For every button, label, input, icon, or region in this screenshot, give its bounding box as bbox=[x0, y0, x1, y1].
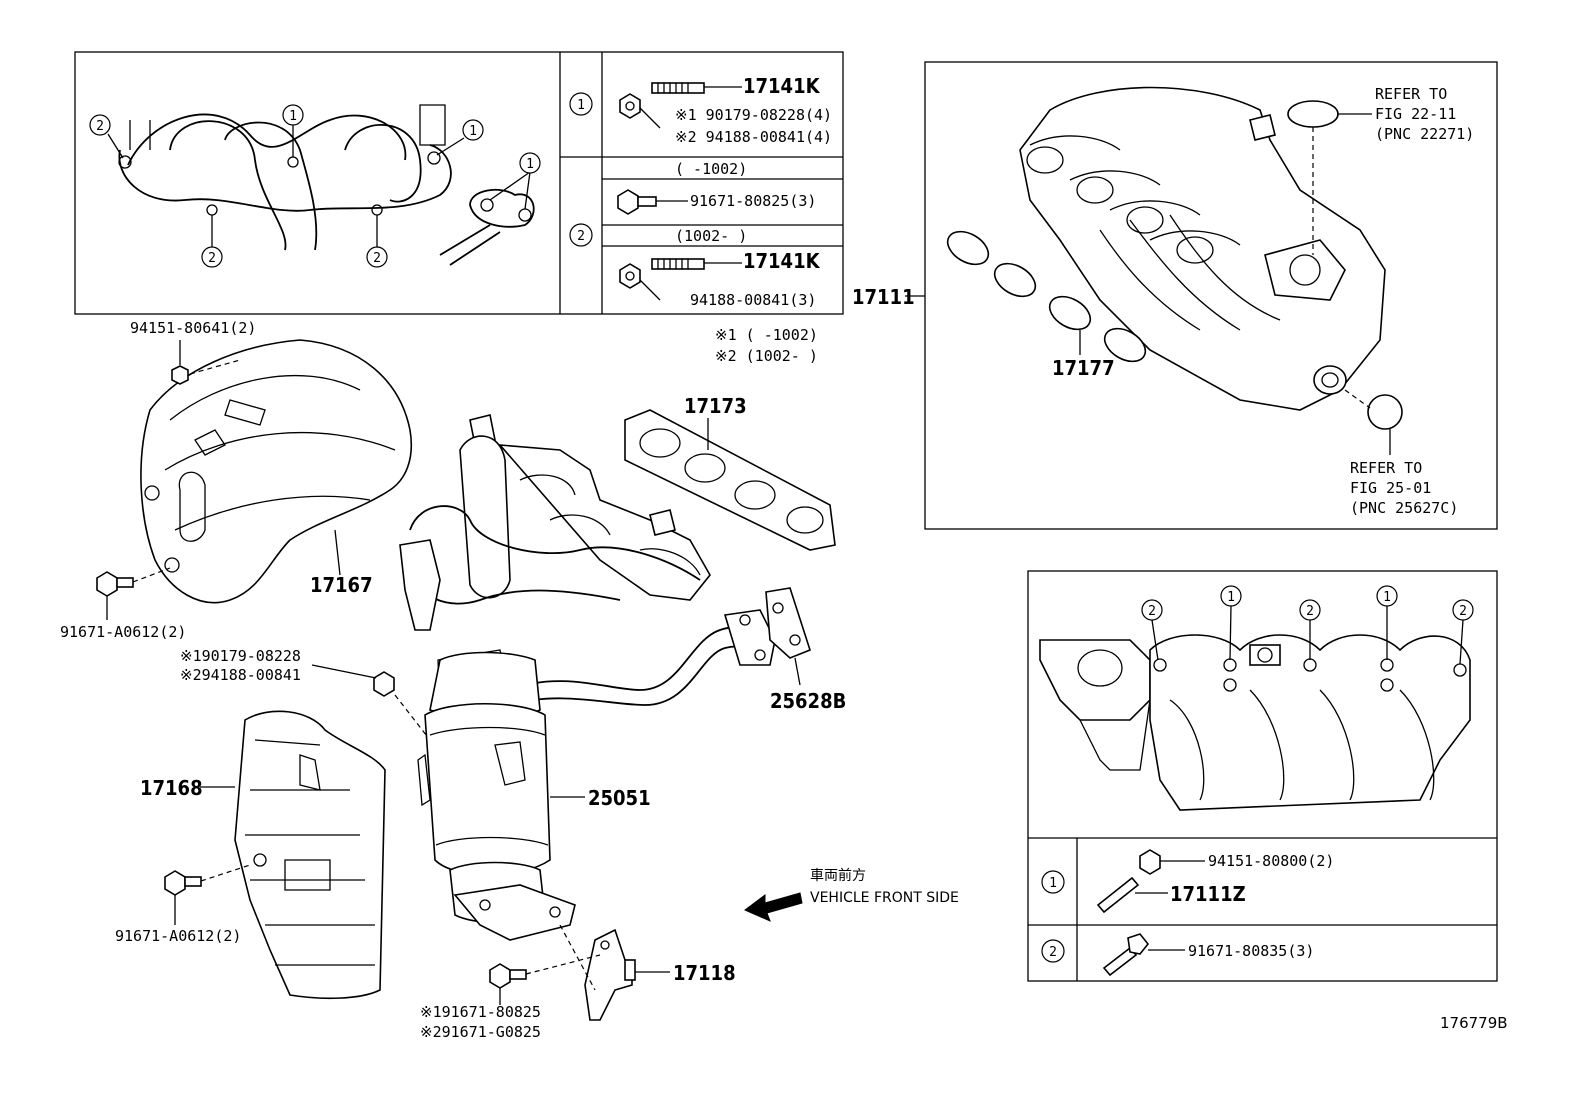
refer-2-a: REFER TO bbox=[1350, 459, 1422, 477]
svg-text:1: 1 bbox=[289, 109, 297, 124]
label-17141K-row2: 17141K bbox=[743, 249, 821, 273]
bolt-icon bbox=[489, 963, 527, 989]
svg-text:1: 1 bbox=[526, 157, 534, 172]
nut-icon bbox=[1139, 849, 1161, 875]
catalytic-converter bbox=[417, 651, 576, 941]
bracket-17118 bbox=[584, 928, 636, 1021]
label-91671-A0612-lower: 91671-A0612(2) bbox=[115, 927, 241, 945]
label-94188-00841-3: 94188-00841(3) bbox=[690, 291, 816, 309]
label-nut-a: ※190179-08228 bbox=[180, 647, 301, 665]
intake-manifold-side-view bbox=[1039, 634, 1471, 811]
label-94151-80800: 94151-80800(2) bbox=[1208, 852, 1334, 870]
svg-text:2: 2 bbox=[96, 119, 104, 134]
refer-1-c: (PNC 22271) bbox=[1375, 125, 1474, 143]
gasket-17173 bbox=[624, 409, 836, 551]
legend-marker-2: 2 bbox=[577, 229, 585, 244]
intake-manifold-17111 bbox=[1019, 86, 1386, 411]
label-nut-b: ※294188-00841 bbox=[180, 666, 301, 684]
legend-br-marker-2: 2 bbox=[1049, 945, 1057, 960]
label-vehicle-front-en: VEHICLE FRONT SIDE bbox=[810, 890, 959, 906]
svg-text:2: 2 bbox=[1306, 604, 1314, 619]
svg-text:1: 1 bbox=[1227, 590, 1235, 605]
diagram-id: 176779B bbox=[1440, 1014, 1508, 1032]
stud-icon bbox=[651, 258, 705, 270]
label-91671-80825-3: 91671-80825(3) bbox=[690, 192, 816, 210]
nut-icon bbox=[171, 365, 189, 385]
refer-2-b: FIG 25-01 bbox=[1350, 479, 1431, 497]
label-17118: 17118 bbox=[673, 961, 736, 985]
range-after-1002: (1002- ) bbox=[675, 227, 747, 245]
note-1: ※1 ( -1002) bbox=[715, 326, 818, 344]
heat-insulator-lower bbox=[234, 710, 386, 1000]
heat-insulator-upper bbox=[140, 339, 413, 604]
label-25051: 25051 bbox=[588, 786, 651, 810]
nut-icon bbox=[619, 93, 641, 119]
note-2: ※2 (1002- ) bbox=[715, 347, 818, 365]
label-17168: 17168 bbox=[140, 776, 203, 800]
label-17111Z: 17111Z bbox=[1170, 882, 1246, 906]
bolt-icon bbox=[96, 571, 134, 597]
bolt-icon bbox=[617, 189, 657, 215]
svg-text:1: 1 bbox=[1383, 590, 1391, 605]
inset-intake-manifold-fasteners: 2 1 2 1 2 1 94151-80800(2) 17111Z 2 bbox=[1027, 570, 1498, 982]
label-91671-A0612-upper: 91671-A0612(2) bbox=[60, 623, 186, 641]
vehicle-front-arrow-icon bbox=[744, 892, 803, 922]
refer-2-c: (PNC 25627C) bbox=[1350, 499, 1458, 517]
legend-marker-1: 1 bbox=[577, 98, 585, 113]
inset-exhaust-manifold-fasteners: 2 1 1 1 2 2 1 17141K bbox=[74, 51, 844, 315]
label-17111: 17111 bbox=[852, 285, 915, 309]
label-17167: 17167 bbox=[310, 573, 373, 597]
label-17173: 17173 bbox=[684, 394, 747, 418]
nut-icon bbox=[619, 263, 641, 289]
range-before-1002: ( -1002) bbox=[675, 160, 747, 178]
label-25628B: 25628B bbox=[770, 689, 846, 713]
label-17141K-row1: 17141K bbox=[743, 74, 821, 98]
label-91671-80835: 91671-80835(3) bbox=[1188, 942, 1314, 960]
svg-text:2: 2 bbox=[373, 251, 381, 266]
svg-text:1: 1 bbox=[469, 124, 477, 139]
label-bracket-bolt-a: ※191671-80825 bbox=[420, 1003, 541, 1021]
label-94151-80641: 94151-80641(2) bbox=[130, 319, 256, 337]
stud-icon bbox=[651, 82, 705, 94]
refer-1-b: FIG 22-11 bbox=[1375, 105, 1456, 123]
nut-icon bbox=[373, 671, 395, 697]
svg-text:2: 2 bbox=[1459, 604, 1467, 619]
svg-text:2: 2 bbox=[1148, 604, 1156, 619]
exhaust-manifold-top-view bbox=[118, 104, 535, 266]
refer-1-a: REFER TO bbox=[1375, 85, 1447, 103]
label-94188-00841-4: ※2 94188-00841(4) bbox=[675, 128, 832, 146]
label-bracket-bolt-b: ※291671-G0825 bbox=[420, 1023, 541, 1041]
svg-text:2: 2 bbox=[208, 251, 216, 266]
label-vehicle-front-jp: 車両前方 bbox=[810, 867, 866, 884]
stud-icon bbox=[1096, 876, 1140, 914]
bolt-icon bbox=[1102, 933, 1150, 977]
bolt-icon bbox=[164, 870, 202, 896]
label-17177: 17177 bbox=[1052, 356, 1115, 380]
label-90179-08228: ※1 90179-08228(4) bbox=[675, 106, 832, 124]
inset-intake-manifold: 17177 REFER TO FIG 22-11 (PNC 22271) REF… bbox=[924, 61, 1498, 530]
gasket-25628B bbox=[765, 587, 811, 659]
inset-markers: 2 1 1 1 2 2 bbox=[89, 104, 541, 268]
gaskets-17177 bbox=[946, 230, 1147, 363]
inset-br-markers: 2 1 2 1 2 bbox=[1141, 585, 1474, 665]
legend-br-marker-1: 1 bbox=[1049, 876, 1057, 891]
